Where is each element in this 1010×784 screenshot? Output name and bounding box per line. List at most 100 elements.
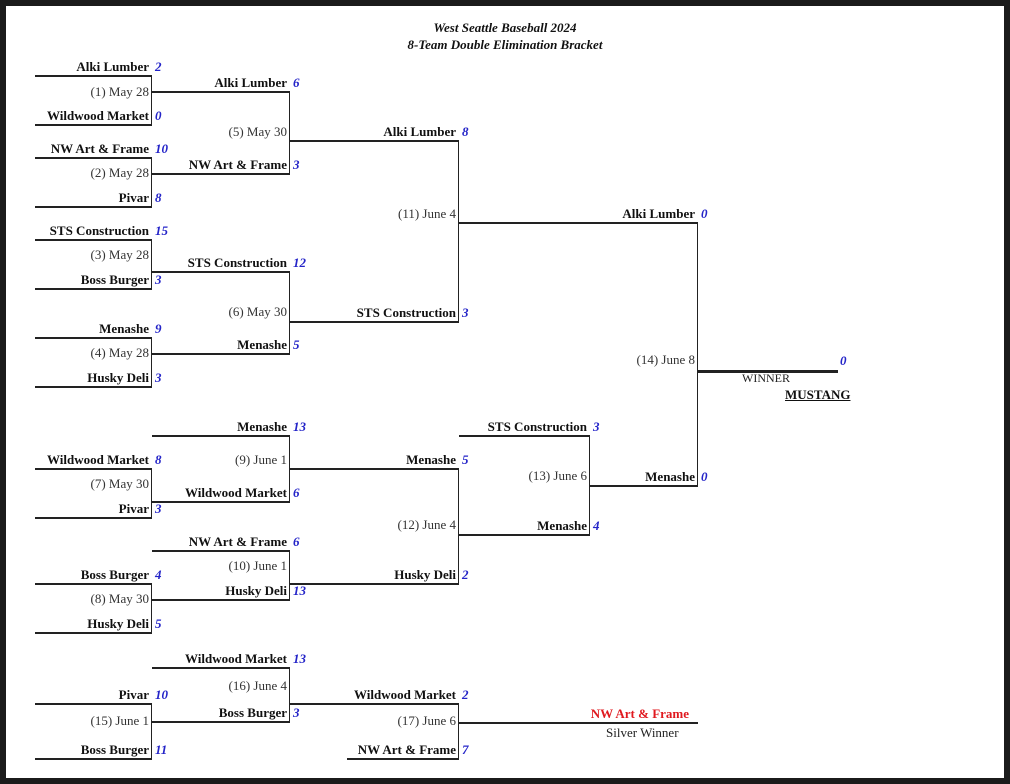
- game-label: (8) May 30: [90, 591, 150, 606]
- team-score: 9: [155, 321, 162, 336]
- team-name: STS Construction: [356, 305, 456, 320]
- bracket-line: [152, 271, 290, 273]
- team-name: Boss Burger: [218, 705, 287, 720]
- team-score: 5: [462, 452, 469, 467]
- team-name: NW Art & Frame: [357, 742, 456, 757]
- bracket-line: [152, 353, 290, 355]
- bracket-line: [347, 758, 459, 760]
- bracket-connector: [458, 140, 459, 322]
- team-score: 3: [462, 305, 469, 320]
- team-name: Pivar: [118, 190, 149, 205]
- bracket-subtitle: 8-Team Double Elimination Bracket: [407, 37, 603, 52]
- team-name: Husky Deli: [394, 567, 456, 582]
- team-score: 2: [155, 59, 162, 74]
- game-label: (10) June 1: [228, 558, 288, 573]
- team-score: 3: [155, 501, 162, 516]
- bracket-connector: [458, 468, 459, 584]
- game-label: (3) May 28: [90, 247, 150, 262]
- team-score: 0: [155, 108, 162, 123]
- team-name: STS Construction: [187, 255, 287, 270]
- bracket-line: [35, 386, 152, 388]
- bracket-line: [35, 758, 152, 760]
- silver-line: [459, 722, 698, 724]
- bracket-line: [35, 124, 152, 126]
- team-name: Alki Lumber: [383, 124, 456, 139]
- game-label: (15) June 1: [90, 713, 150, 728]
- team-score: 0: [701, 469, 708, 484]
- team-name: Alki Lumber: [622, 206, 695, 221]
- bracket-line: [459, 435, 590, 437]
- game-label: (6) May 30: [228, 304, 288, 319]
- team-name: Menashe: [237, 419, 287, 434]
- game-label: (11) June 4: [397, 206, 456, 221]
- bracket-connector: [289, 435, 290, 502]
- team-score: 13: [293, 651, 306, 666]
- team-name: Menashe: [406, 452, 456, 467]
- team-name: Wildwood Market: [185, 485, 287, 500]
- team-score: 3: [293, 705, 300, 720]
- team-score: 6: [293, 534, 300, 549]
- bracket-line: [35, 288, 152, 290]
- bracket-line: [290, 468, 459, 470]
- team-score: 6: [293, 485, 300, 500]
- bracket-connector: [151, 75, 152, 125]
- bracket-line: [152, 435, 290, 437]
- game-label: (14) June 8: [636, 352, 696, 367]
- game-label: (1) May 28: [90, 84, 150, 99]
- team-score: 13: [293, 583, 306, 598]
- bracket-connector: [697, 222, 698, 486]
- team-name: Wildwood Market: [185, 651, 287, 666]
- bracket-line: [590, 485, 698, 487]
- team-name: Boss Burger: [80, 567, 149, 582]
- bracket-line: [35, 517, 152, 519]
- bracket-connector: [289, 550, 290, 600]
- team-name: Wildwood Market: [47, 108, 149, 123]
- bracket-line: [152, 721, 290, 723]
- team-name: NW Art & Frame: [188, 534, 287, 549]
- bracket-line: [35, 337, 152, 339]
- team-name: Alki Lumber: [76, 59, 149, 74]
- game-label: (2) May 28: [90, 165, 150, 180]
- team-score: 5: [293, 337, 300, 352]
- team-score: 7: [462, 742, 469, 757]
- bracket-line: [152, 173, 290, 175]
- bracket-line: [290, 321, 459, 323]
- game-label: (7) May 30: [90, 476, 150, 491]
- game-label: (5) May 30: [228, 124, 288, 139]
- team-name: Menashe: [99, 321, 149, 336]
- bracket-connector: [289, 271, 290, 354]
- team-score: 13: [293, 419, 306, 434]
- team-name: Wildwood Market: [47, 452, 149, 467]
- final-score: 0: [840, 353, 847, 368]
- bracket-line: [152, 501, 290, 503]
- silver-winner-name: NW Art & Frame: [590, 706, 689, 721]
- bracket-title: West Seattle Baseball 2024: [433, 20, 577, 35]
- team-score: 8: [155, 452, 162, 467]
- team-name: STS Construction: [487, 419, 587, 434]
- team-score: 8: [462, 124, 469, 139]
- champion-line: [698, 370, 838, 373]
- bracket-line: [152, 599, 290, 601]
- team-score: 3: [155, 272, 162, 287]
- bracket-connector: [151, 583, 152, 633]
- game-label: (13) June 6: [528, 468, 588, 483]
- silver-winner-label: Silver Winner: [606, 725, 679, 740]
- team-score: 3: [155, 370, 162, 385]
- bracket-connector: [458, 703, 459, 759]
- bracket-connector: [289, 667, 290, 722]
- team-score: 10: [155, 687, 168, 702]
- bracket-line: [35, 157, 152, 159]
- team-name: Husky Deli: [225, 583, 287, 598]
- team-name: Boss Burger: [80, 272, 149, 287]
- team-name: Menashe: [237, 337, 287, 352]
- bracket-connector: [151, 239, 152, 289]
- bracket-line: [152, 91, 290, 93]
- bracket-line: [35, 583, 152, 585]
- team-score: 4: [593, 518, 600, 533]
- bracket-line: [459, 222, 698, 224]
- bracket-connector: [151, 337, 152, 387]
- team-score: 0: [701, 206, 708, 221]
- bracket-line: [459, 534, 590, 536]
- team-score: 11: [155, 742, 168, 757]
